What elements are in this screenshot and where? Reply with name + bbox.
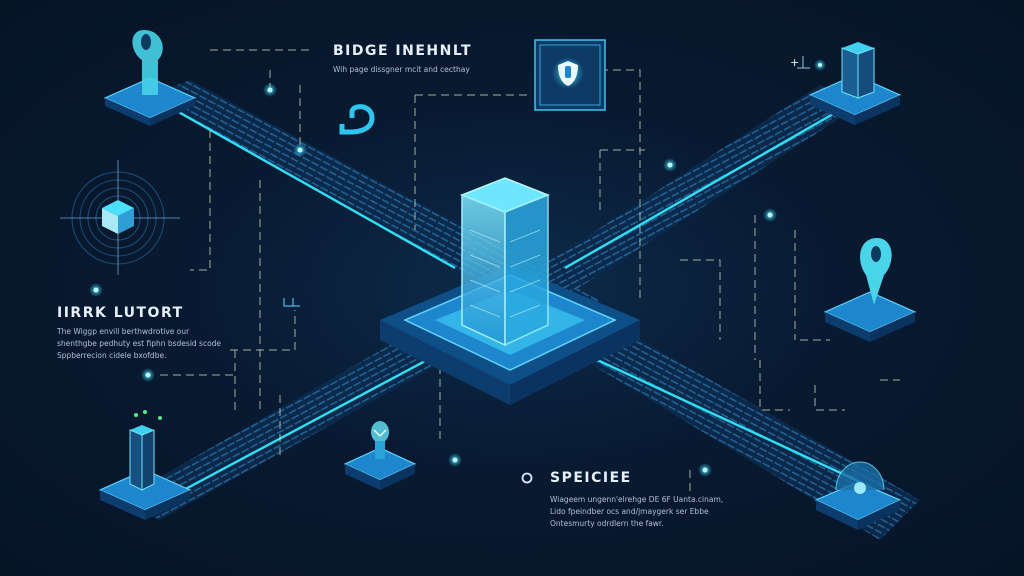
location-pin-icon [132,30,163,95]
node-right[interactable] [823,238,917,342]
callout-bottom-right-line-1: Wiageem ungenn'elrehge DE 6F Uanta.cinam… [550,495,724,504]
svg-text:+: + [790,56,799,69]
node-bottom-right[interactable] [814,461,902,530]
callout-top-desc: Wih page dissgner mcit and cecthay [333,65,470,74]
callout-top-title: BIDGE INEHNLT [333,43,473,59]
node-bottom-left[interactable] [98,410,192,520]
callout-bottom-right-line-3: Ontesmurty odrdlern the fawr. [550,519,664,528]
callout-left-line-2: shenthgbe pedhuty est fiphn bsdesid scod… [57,339,222,348]
map-pin-icon [860,238,892,305]
shield-lock-icon [552,57,584,89]
link-icon [339,104,375,135]
node-top-right[interactable]: + [790,42,902,125]
dashed-connectors [160,49,900,495]
callout-top: BIDGE INEHNLT Wih page dissgner mcit and… [333,43,472,76]
callout-bottom-right-title: SPEICIEE [550,470,632,486]
central-tower-node[interactable] [380,177,640,405]
data-tower-icon [129,410,162,491]
callout-left: IIRRK LUTORT The Wiggp envill berthwdrot… [57,305,221,362]
node-top-center[interactable] [534,39,606,111]
node-dots [89,59,826,477]
callout-bottom-right-line-2: Lido fpeindber ocs and/jmaygerk ser Ebbe [550,507,709,516]
server-tower-icon [459,177,551,347]
callout-left-line-3: Sppberrecion cidele bxofdbe. [57,351,167,360]
bracket-icon [283,298,300,307]
search-icon [521,472,533,484]
cube-icon [102,200,134,234]
node-top-left[interactable] [103,30,197,126]
node-bottom-center[interactable] [343,421,417,490]
lightbulb-icon [371,421,389,459]
callout-bottom-right: SPEICIEE Wiageem ungenn'elrehge DE 6F Ua… [550,470,723,530]
server-building-icon [841,42,875,99]
node-left[interactable] [60,160,180,275]
callout-left-line-1: The Wiggp envill berthwdrotive our [57,327,190,336]
callout-left-title: IIRRK LUTORT [57,305,184,321]
globe-dome-icon [835,461,885,494]
light-beams [164,108,861,502]
